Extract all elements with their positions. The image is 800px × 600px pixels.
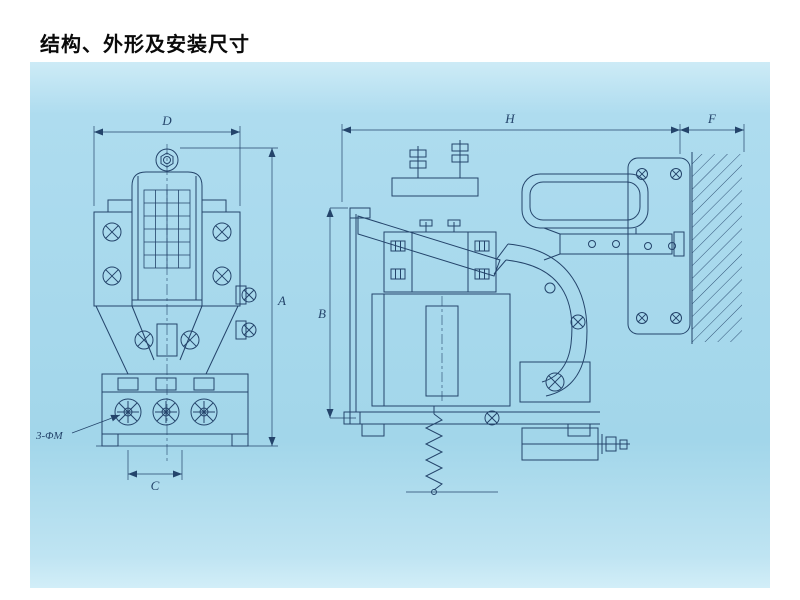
dim-label-b: B xyxy=(318,306,326,321)
terminal-base xyxy=(96,373,254,447)
aux-screws xyxy=(235,285,257,340)
magnet-yoke xyxy=(94,305,240,375)
dim-label-f: F xyxy=(707,111,717,126)
side-view-drawing xyxy=(343,140,742,495)
lower-block xyxy=(519,361,591,403)
dim-d: D xyxy=(93,113,241,206)
coil-body xyxy=(371,293,511,407)
dim-h: H xyxy=(341,111,681,202)
right-bracket xyxy=(201,199,241,307)
dim-label-d: D xyxy=(161,113,172,128)
dim-c: C xyxy=(127,450,183,493)
side-left-bracket xyxy=(343,207,371,425)
blowout-loop xyxy=(521,173,649,234)
top-bolt xyxy=(155,148,179,172)
contact-grid xyxy=(143,189,191,269)
left-bracket xyxy=(93,199,133,307)
dim-b: B xyxy=(318,207,356,419)
dim-label-c: C xyxy=(151,478,160,493)
drawing-panel: D A C 3-ΦM xyxy=(30,62,770,588)
wall-hatching xyxy=(691,152,742,344)
contact-block xyxy=(383,219,497,293)
lower-bracket-bolt xyxy=(521,427,630,461)
front-view-drawing xyxy=(93,144,257,464)
mounting-plate xyxy=(627,157,691,335)
dim-label-h: H xyxy=(504,111,515,126)
base-rail xyxy=(358,410,600,493)
link-bar xyxy=(543,227,685,261)
arc-chute xyxy=(131,171,203,301)
dim-label-a: A xyxy=(277,293,286,308)
mounting-holes-label: 3-ΦM xyxy=(35,430,64,442)
armature xyxy=(493,243,588,397)
return-spring xyxy=(424,406,444,495)
top-terminal-bolts xyxy=(391,140,479,197)
technical-drawing: D A C 3-ΦM xyxy=(35,111,745,495)
mounting-holes-callout: 3-ΦM xyxy=(35,414,121,442)
diagonal-arm xyxy=(357,215,501,277)
dim-a: A xyxy=(180,147,286,447)
page-title: 结构、外形及安装尺寸 xyxy=(40,34,250,56)
dim-f: F xyxy=(680,111,745,152)
